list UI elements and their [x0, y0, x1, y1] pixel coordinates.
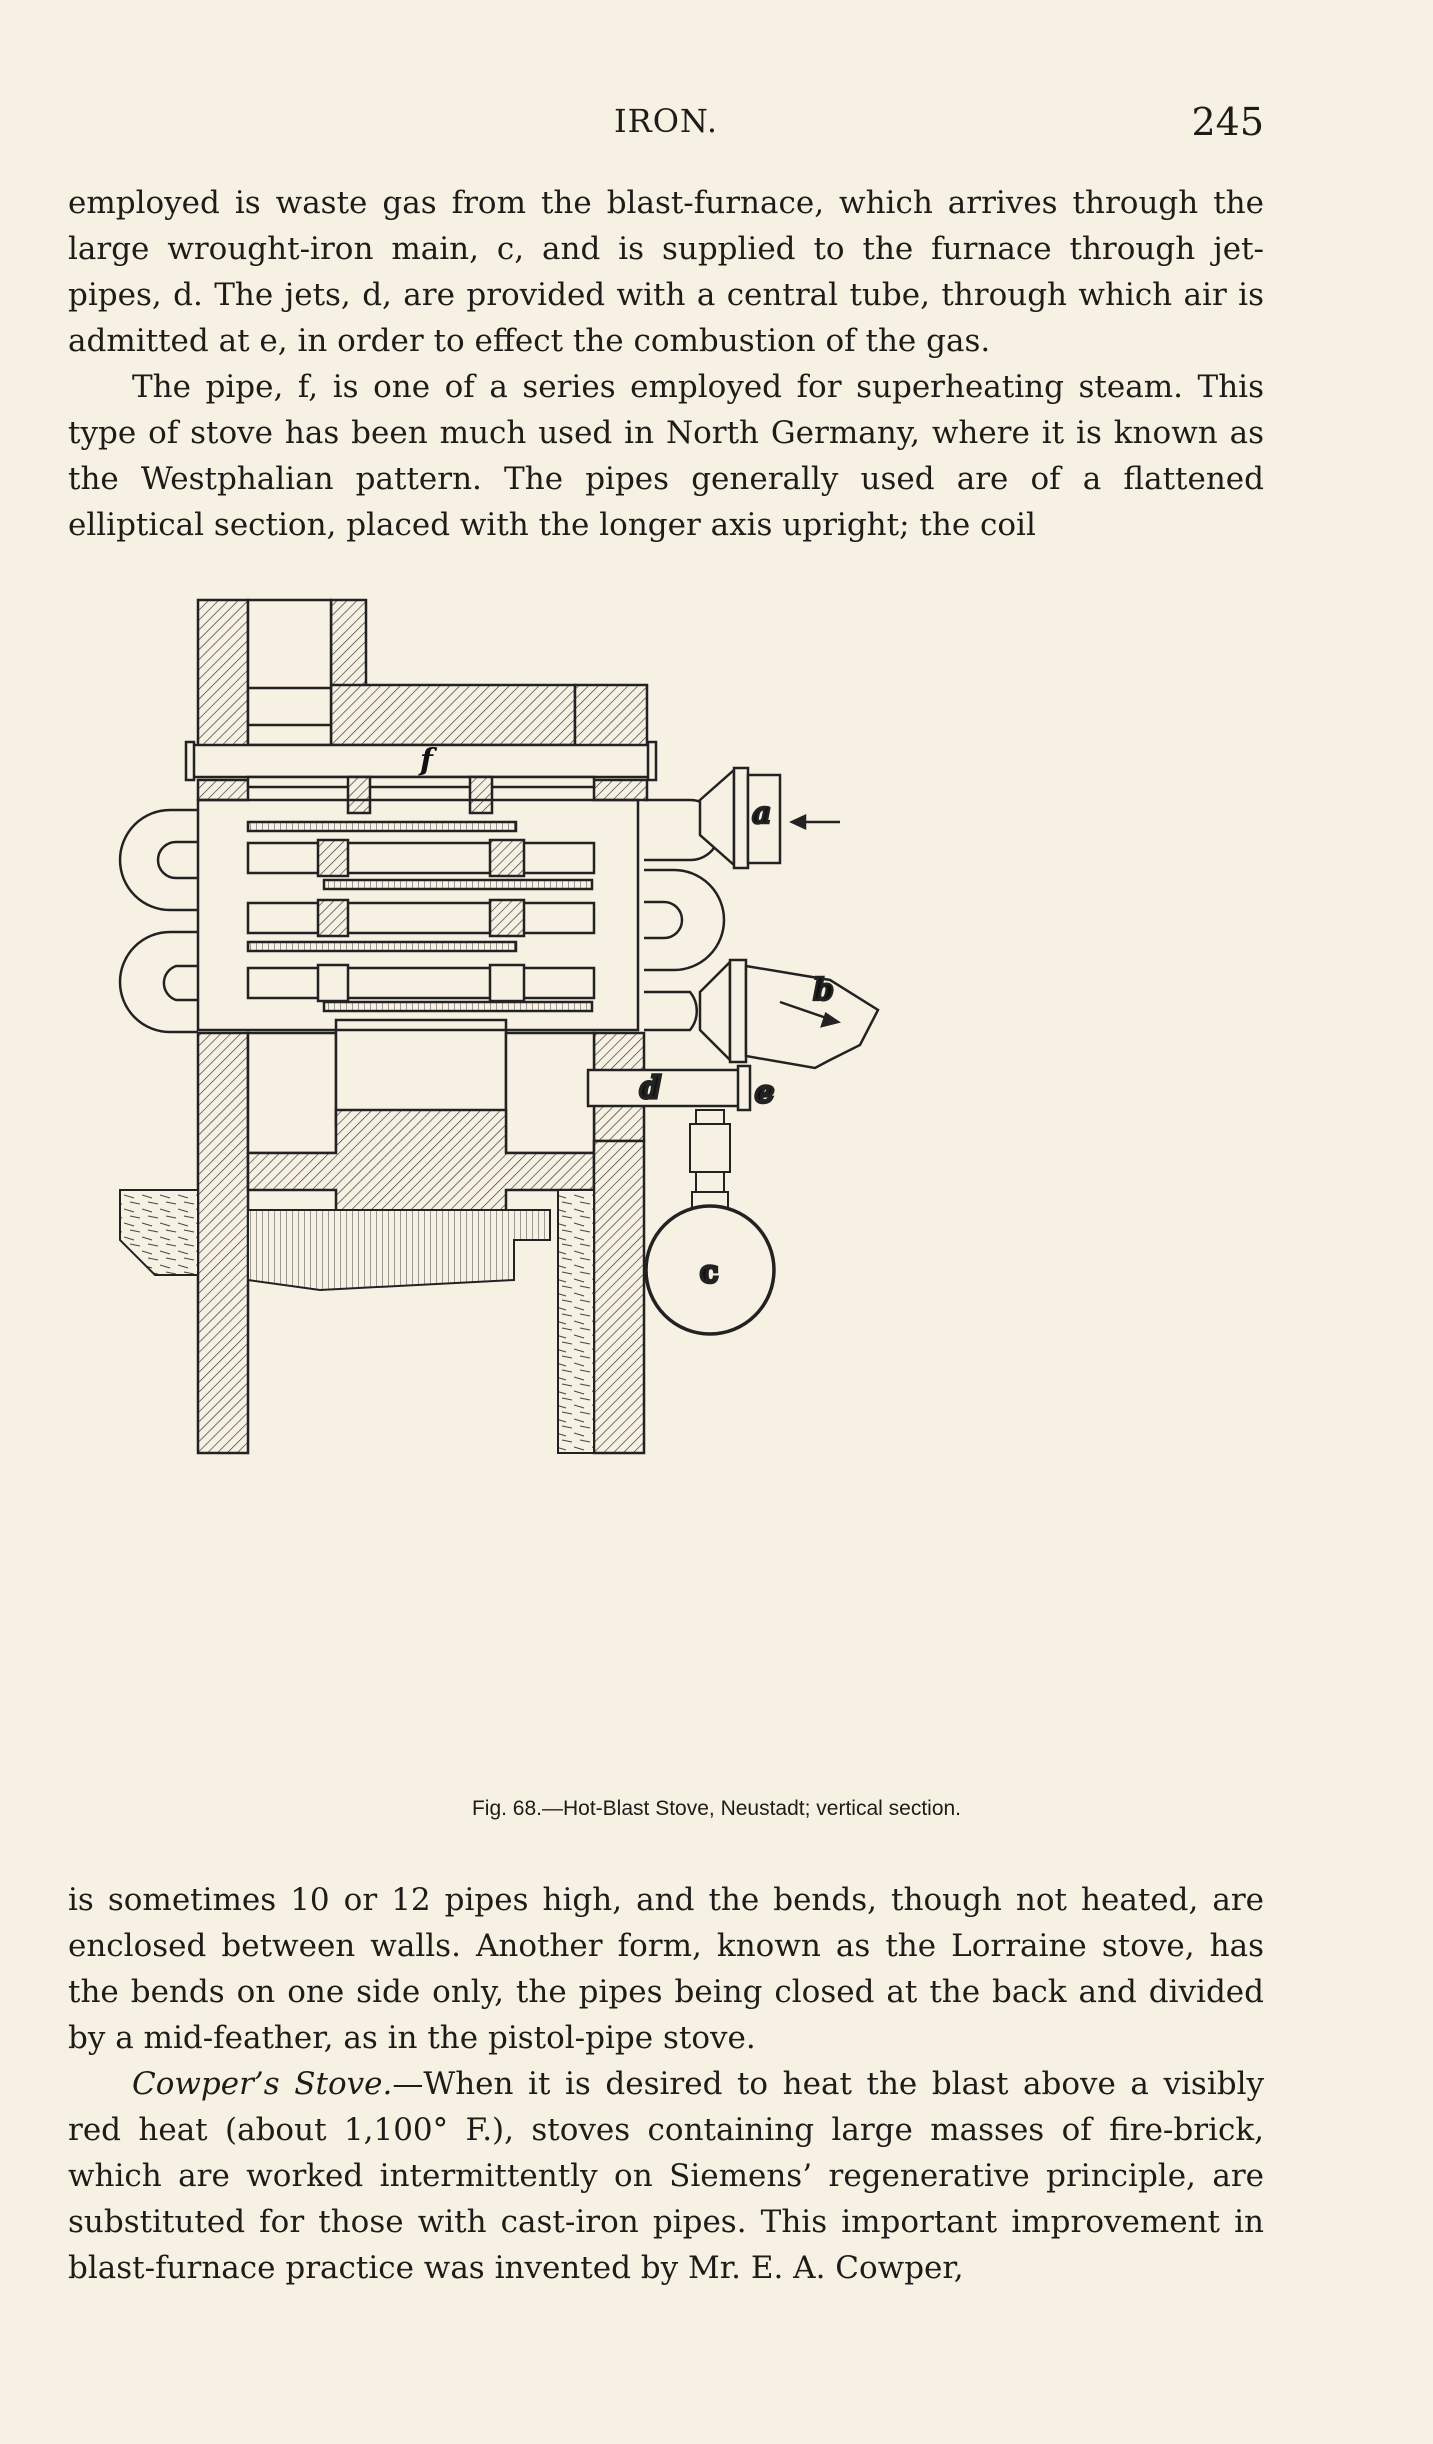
- label-c: c: [700, 1255, 718, 1290]
- figure-caption: Fig. 68.—Hot-Blast Stove, Neustadt; vert…: [471, 1797, 962, 1820]
- blast-inlet-a: a: [698, 766, 840, 870]
- stove-diagram: a b d e c f: [118, 598, 880, 1455]
- running-head: IRON.: [613, 102, 719, 140]
- cowper-stove-title: Cowper’s Stove.: [132, 2066, 393, 2102]
- blast-outlet-b: b: [698, 958, 880, 1070]
- paragraph-4-text: —When it is desired to heat the blast ab…: [68, 2066, 1264, 2286]
- pipe-coil: [118, 775, 726, 1034]
- label-b: b: [813, 973, 834, 1008]
- paragraph-4: Cowper’s Stove.—When it is desired to he…: [68, 2061, 1264, 2291]
- top-text-block: employed is waste gas from the blast-fur…: [68, 180, 1264, 548]
- page-header: IRON. 245: [68, 96, 1264, 152]
- paragraph-1: employed is waste gas from the blast-fur…: [68, 185, 1264, 359]
- label-e: e: [755, 1075, 774, 1110]
- paragraph-3: is sometimes 10 or 12 pipes high, and th…: [68, 1882, 1264, 2056]
- label-d: d: [640, 1071, 661, 1106]
- gas-main-c: d e c: [586, 1064, 776, 1336]
- label-a: a: [752, 796, 771, 831]
- bottom-text-block: is sometimes 10 or 12 pipes high, and th…: [68, 1877, 1264, 2291]
- foundation: [119, 1189, 595, 1454]
- brick-masonry: [196, 598, 649, 1455]
- paragraph-2: The pipe, f, is one of a series employed…: [68, 369, 1264, 543]
- page-number: 245: [1191, 100, 1264, 144]
- steam-pipe-f: [184, 740, 658, 782]
